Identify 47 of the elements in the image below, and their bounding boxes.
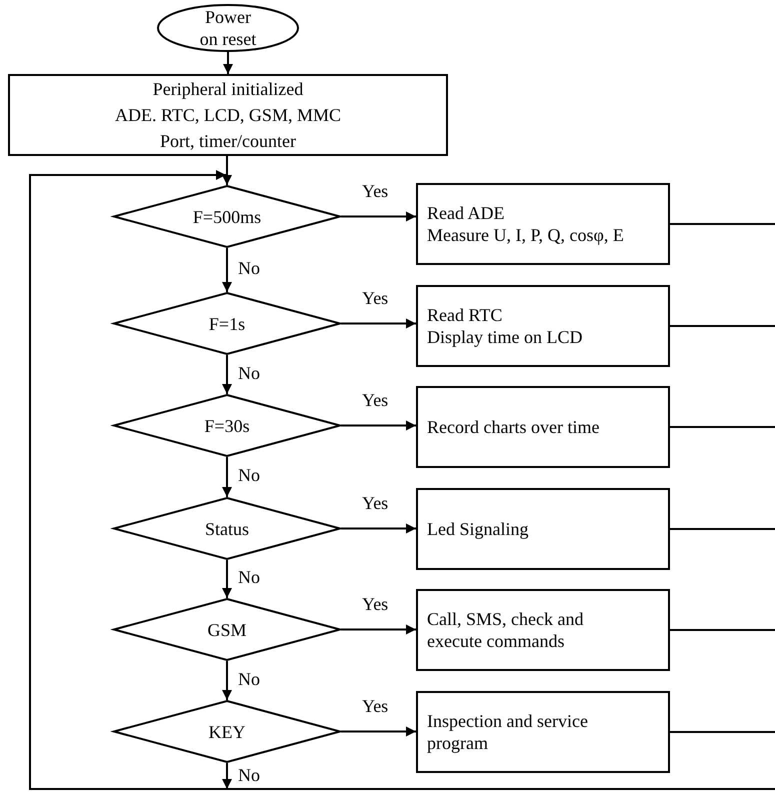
process-box	[416, 386, 670, 468]
decision-diamond	[113, 598, 341, 661]
node-text: Display time on LCD	[427, 326, 582, 348]
arrow	[341, 524, 416, 534]
node-text: GSM	[207, 618, 246, 640]
decision-diamond	[113, 185, 341, 248]
arrow	[223, 52, 233, 74]
arrow	[222, 661, 232, 700]
process-box	[416, 691, 670, 773]
arrow	[341, 726, 416, 736]
node-text: ADE. RTC, LCD, GSM, MMC	[115, 104, 341, 127]
arrow	[222, 763, 232, 789]
decision-diamond	[113, 497, 341, 560]
process-box	[416, 589, 670, 671]
node-text: KEY	[208, 720, 246, 742]
arrow	[29, 170, 775, 790]
node-text: Inspection and service program	[427, 710, 589, 754]
node-text: F=500ms	[192, 206, 262, 228]
node-text: Measure U, I, P, Q, cosφ, E	[427, 224, 624, 246]
arrow	[341, 420, 416, 430]
decision-diamond	[113, 394, 341, 457]
node-text: Led Signaling	[427, 518, 528, 540]
node-text: Call, SMS, check and execute commands	[427, 608, 584, 652]
arrow	[222, 457, 232, 497]
node-text: Port, timer/counter	[160, 130, 296, 153]
node-text: Read RTC	[427, 304, 502, 326]
start-ellipse	[157, 4, 299, 52]
arrow	[341, 212, 416, 222]
node-text: F=30s	[204, 414, 250, 436]
arrow	[222, 248, 232, 292]
process-box	[8, 74, 448, 156]
node-text: Read ADE	[427, 202, 504, 224]
process-box	[416, 183, 670, 265]
arrow	[341, 318, 416, 328]
arrow	[222, 156, 232, 185]
decision-diamond	[113, 292, 341, 355]
arrow	[341, 624, 416, 634]
decision-diamond	[113, 700, 341, 763]
node-text: Record charts over time	[427, 416, 600, 438]
arrow	[222, 560, 232, 598]
process-box	[416, 488, 670, 570]
process-box	[416, 285, 670, 367]
node-text: Peripheral initialized	[152, 78, 304, 101]
arrow	[222, 355, 232, 394]
node-text: F=1s	[208, 312, 246, 334]
node-text: Status	[204, 518, 249, 540]
node-text: Power on reset	[198, 6, 258, 50]
